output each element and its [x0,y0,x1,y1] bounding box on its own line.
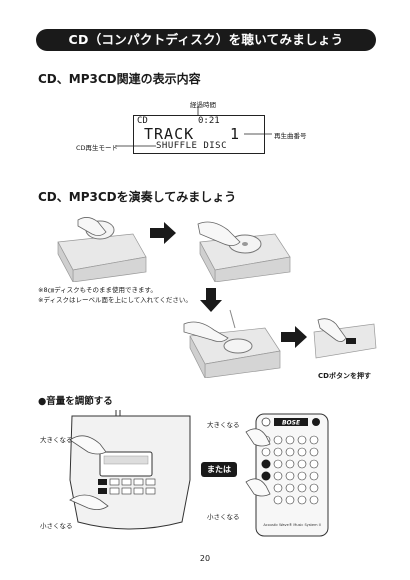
cd-mode-label: CD再生モード [76,144,119,152]
note-8cm-disc: ※8㎝ディスクもそのまま使用できます。 [38,286,157,294]
elapsed-time-label: 経過時間 [190,101,216,109]
arrow-right-icon [150,222,176,244]
lcd-track-number: 1 [230,125,240,143]
volume-up-label-right: 大きくなる [207,421,240,429]
illustration-unit-panel [69,410,191,530]
volume-down-label-left: 小さくなる [40,522,73,530]
page-title: CD（コンパクトディスク）を聴いてみましょう [68,32,344,47]
note-label-side-up: ※ディスクはレーベル面を上にして入れてください。 [38,296,192,304]
illustration-insert-disc-1 [57,217,147,282]
lcd-time: 0:21 [198,116,220,126]
volume-down-label-right: 小さくなる [207,513,240,521]
arrow-down-icon [200,288,222,312]
cd-button-caption: CDボタンを押す [318,372,371,380]
section-heading-display: CD、MP3CD関連の表示内容 [38,72,201,86]
remote-brand-text: BOSE [282,420,301,427]
illustration-remote-control: BOSE Acoustic Wave® Music System II [245,413,329,537]
volume-up-label-left: 大きくなる [40,436,73,444]
lcd-track-word: TRACK [144,125,195,143]
illustration-insert-disc-2 [197,221,291,282]
remote-model-text: Acoustic Wave® Music System II [263,523,320,527]
section-heading-play: CD、MP3CDを演奏してみましょう [38,190,237,204]
lcd-source: CD [137,116,148,126]
lcd-mode: SHUFFLE DISC [156,141,228,151]
illustration-press-cd-button [313,318,377,359]
or-badge: または [201,462,237,477]
section-heading-volume: ●音量を調節する [38,396,113,407]
arrow-right-icon [281,326,307,348]
track-number-label: 再生曲番号 [274,132,307,140]
illustration-insert-disc-3 [183,309,281,378]
page-title-banner: CD（コンパクトディスク）を聴いてみましょう [36,29,376,51]
page-number: 20 [199,554,211,563]
lcd-display: CD 0:21 TRACK 1 SHUFFLE DISC [133,115,265,154]
